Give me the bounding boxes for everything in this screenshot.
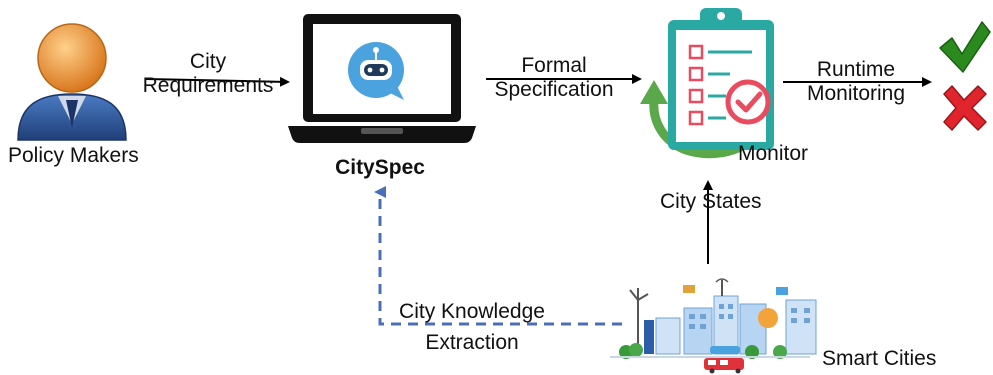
edge-label-line: Requirements bbox=[142, 74, 274, 97]
smart-cities-label: Smart Cities bbox=[822, 347, 937, 370]
monitor-label: Monitor bbox=[738, 142, 809, 165]
edge-label-line: Monitoring bbox=[806, 82, 906, 105]
person-icon bbox=[17, 23, 127, 141]
edge-label-line: Specification bbox=[494, 78, 614, 101]
check-mark-icon bbox=[939, 21, 991, 73]
cityspec-label: CitySpec bbox=[335, 156, 425, 179]
edge-city-requirements bbox=[145, 76, 290, 87]
city-knowledge-extraction-label: City Knowledge Extraction bbox=[386, 300, 558, 355]
edge-label-line: City bbox=[189, 50, 227, 73]
clipboard-icon bbox=[668, 8, 774, 150]
edge-label-line: Extraction bbox=[425, 331, 519, 354]
edge-city-knowledge-extraction bbox=[374, 186, 622, 326]
smart-city-icon bbox=[610, 278, 817, 374]
edge-label-line: Formal bbox=[521, 54, 587, 77]
cross-mark-icon bbox=[943, 85, 987, 131]
chatbot-icon bbox=[348, 42, 404, 100]
city-requirements-label: City Requirements bbox=[128, 50, 288, 98]
city-states-label: City States bbox=[660, 190, 762, 213]
edge-label-line: City Knowledge bbox=[399, 300, 545, 323]
edge-label-line: Runtime bbox=[816, 58, 896, 81]
runtime-monitoring-label: Runtime Monitoring bbox=[786, 58, 926, 106]
policy-makers-label: Policy Makers bbox=[8, 144, 139, 167]
formal-specification-label: Formal Specification bbox=[476, 54, 632, 102]
